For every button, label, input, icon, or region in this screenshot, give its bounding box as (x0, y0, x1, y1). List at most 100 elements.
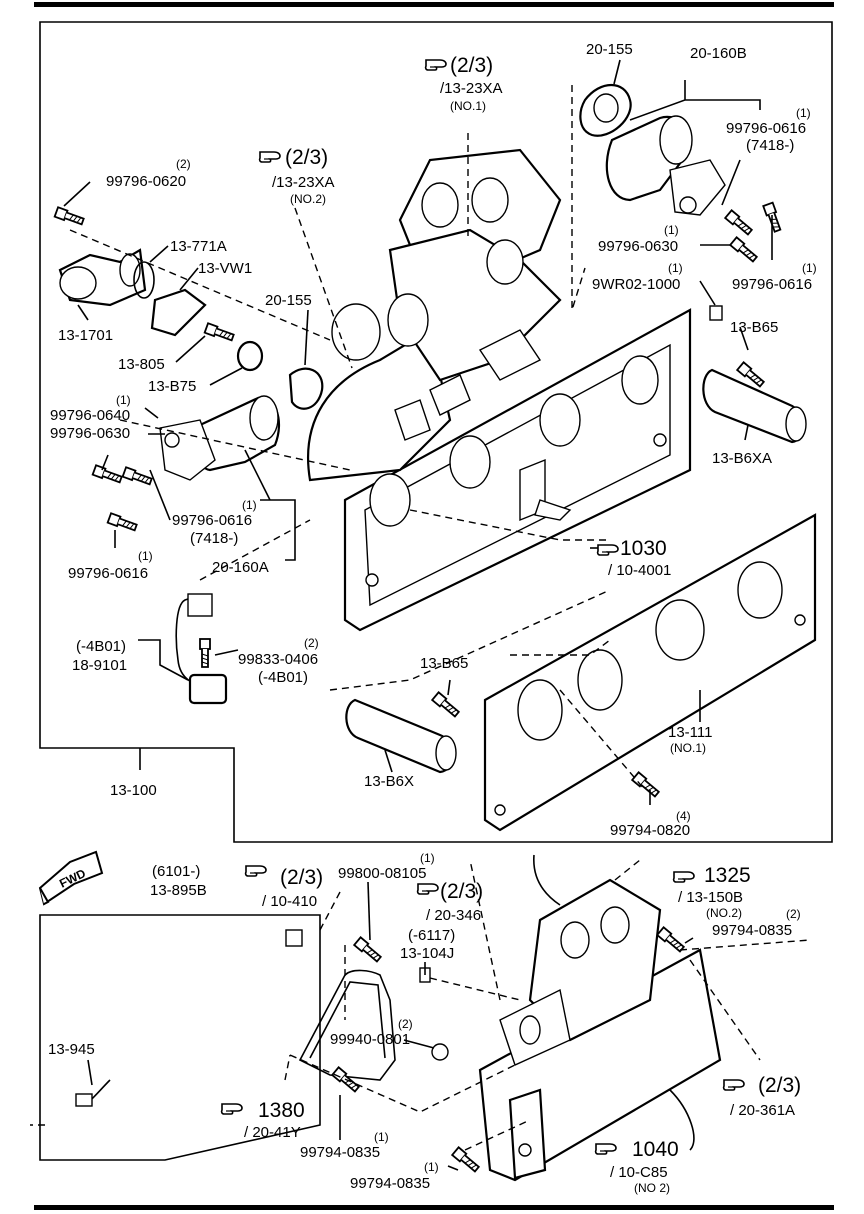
part-13-b65-b[interactable]: 13-B65 (420, 655, 468, 672)
hose-box (39, 914, 321, 1161)
part-13-805[interactable]: 13-805 (118, 356, 165, 373)
part-13-b6xa[interactable]: 13-B6XA (712, 450, 772, 467)
part-99800-08105[interactable]: 99800-08105 (338, 865, 426, 882)
part-13-104j[interactable]: 13-104J (400, 945, 454, 962)
manifold-assembly-small (478, 878, 722, 1182)
ref-1380: 1380 (258, 1099, 305, 1122)
pointing-hand-icon[interactable] (244, 865, 267, 877)
part-99796-0620[interactable]: 99796-0620 (106, 173, 186, 190)
ref-13-23xa-no2[interactable]: /13-23XA (272, 174, 335, 191)
part-13-100[interactable]: 13-100 (110, 782, 157, 799)
ref-20-361a[interactable]: / 20-361A (730, 1102, 795, 1119)
actuator-13-b6x (345, 698, 457, 774)
part-20-160b[interactable]: 20-160B (690, 45, 747, 62)
pointing-hand-icon[interactable] (672, 871, 695, 883)
ref-10-4001[interactable]: / 10-4001 (608, 562, 671, 579)
part-99796-0616-b[interactable]: 99796-0616 (732, 276, 812, 293)
part-20-155-left[interactable]: 20-155 (265, 292, 312, 309)
assembly-frame (39, 21, 833, 843)
harness-18-9101 (175, 593, 228, 705)
qty-label: (2) (176, 157, 191, 171)
part-20-155-top[interactable]: 20-155 (586, 41, 633, 58)
pointing-hand-icon[interactable] (220, 1103, 243, 1115)
qty-label: (1) (374, 1130, 389, 1144)
qty-label: (1) (138, 549, 153, 563)
qty-label: (1) (796, 106, 811, 120)
qty-label: (1) (802, 261, 817, 275)
qty-label: (1) (420, 851, 435, 865)
no2-label: (NO.2) (290, 192, 326, 206)
ref-13-23xa-no1[interactable]: /13-23XA (440, 80, 503, 97)
ref-1040: 1040 (632, 1138, 679, 1161)
qty-label: (4) (676, 809, 691, 823)
part-99796-0616-a[interactable]: 99796-0616 (726, 120, 806, 137)
qty-label: (2) (398, 1017, 413, 1031)
part-99833-0406[interactable]: 99833-0406 (238, 651, 318, 668)
solenoid-valve-20-160a (159, 395, 280, 481)
part-20-160a[interactable]: 20-160A (212, 559, 269, 576)
no1-label: (NO.1) (450, 99, 486, 113)
pointing-hand-icon[interactable] (722, 1079, 745, 1091)
part-13-vw1[interactable]: 13-VW1 (198, 260, 252, 277)
fwd-arrow-icon (38, 850, 104, 906)
part-13-945[interactable]: 13-945 (48, 1041, 95, 1058)
part-99940-0801[interactable]: 99940-0801 (330, 1031, 410, 1048)
ref-2-3-a: (2/3) (450, 54, 493, 77)
part-99796-0616-c[interactable]: 99796-0616 (172, 512, 252, 529)
part-99794-0835-c[interactable]: 99794-0835 (350, 1175, 430, 1192)
part-13-b75[interactable]: 13-B75 (148, 378, 196, 395)
gasket-13-vw1 (150, 288, 207, 337)
egr-valve-13-1701 (58, 248, 147, 307)
ref-20-41y[interactable]: / 20-41Y (244, 1124, 301, 1141)
code-4b01-b: (-4B01) (258, 669, 308, 686)
part-13-111[interactable]: 13-111 (668, 724, 712, 741)
qty-label: (2) (304, 636, 319, 650)
part-99794-0835-a[interactable]: 99794-0835 (712, 922, 792, 939)
manifold-gasket (483, 513, 817, 832)
ref-10-c85[interactable]: / 10-C85 (610, 1164, 668, 1181)
ref-2-3-d: (2/3) (440, 880, 483, 903)
part-99796-0630-b[interactable]: 99796-0630 (50, 425, 130, 442)
part-99794-0835-b[interactable]: 99794-0835 (300, 1144, 380, 1161)
qty-label: (1) (664, 223, 679, 237)
pointing-hand-icon[interactable] (258, 151, 281, 163)
ref-10-410[interactable]: / 10-410 (262, 893, 317, 910)
hose-13-895b (67, 929, 303, 1132)
code-6101: (6101-) (152, 863, 200, 880)
ref-2-3-b: (2/3) (285, 146, 328, 169)
part-13-895b[interactable]: 13-895B (150, 882, 207, 899)
qty-label: (1) (116, 393, 131, 407)
qty-label: (2) (786, 907, 801, 921)
top-rule (34, 2, 834, 7)
callout-labels: (2/3) /13-23XA (NO.1) (2/3) /13-23XA (NO… (48, 41, 817, 1195)
part-99796-0616-d[interactable]: 99796-0616 (68, 565, 148, 582)
code-6117: (-6117) (408, 927, 455, 944)
pointing-hand-icon[interactable] (424, 59, 447, 71)
ref-13-150b[interactable]: / 13-150B (678, 889, 743, 906)
solenoid-valve-20-160b (605, 115, 726, 216)
part-99796-0640[interactable]: 99796-0640 (50, 407, 130, 424)
pointing-hand-icon[interactable] (596, 544, 619, 556)
ref-2-3-e: (2/3) (758, 1074, 801, 1097)
part-13-b65-a[interactable]: 13-B65 (730, 319, 778, 336)
no2-label-b: (NO.2) (706, 906, 742, 920)
code-7418-b: (7418-) (190, 530, 238, 547)
part-13-1701[interactable]: 13-1701 (58, 327, 113, 344)
part-9wr02-1000[interactable]: 9WR02-1000 (592, 276, 680, 293)
part-13-b6x[interactable]: 13-B6X (364, 773, 414, 790)
ref-1325: 1325 (704, 864, 751, 887)
no2-label-c: (NO 2) (634, 1181, 670, 1195)
part-13-771a[interactable]: 13-771A (170, 238, 227, 255)
part-99796-0630-a[interactable]: 99796-0630 (598, 238, 678, 255)
qty-label: (1) (242, 498, 257, 512)
ref-20-346[interactable]: / 20-346 (426, 907, 481, 924)
qty-label: (1) (668, 261, 683, 275)
part-99794-0820[interactable]: 99794-0820 (610, 822, 690, 839)
code-7418-a: (7418-) (746, 137, 794, 154)
part-18-9101[interactable]: 18-9101 (72, 657, 127, 674)
pointing-hand-icon[interactable] (416, 883, 439, 895)
ref-1030: 1030 (620, 537, 667, 560)
ref-2-3-c: (2/3) (280, 866, 323, 889)
pointing-hand-icon[interactable] (594, 1143, 617, 1155)
